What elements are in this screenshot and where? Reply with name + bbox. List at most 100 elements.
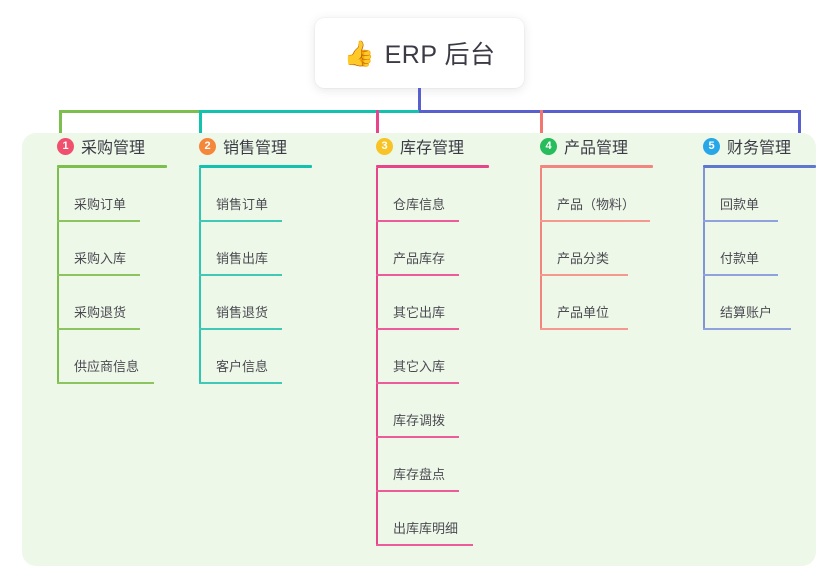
leaf-node[interactable]: 库存盘点	[363, 438, 528, 492]
branch-rail-4	[540, 168, 542, 330]
leaf-label: 销售退货	[216, 305, 269, 320]
leaf-node[interactable]: 采购入库	[44, 222, 204, 276]
leaf-label: 供应商信息	[74, 359, 140, 374]
branch-badge-1: 1	[57, 137, 74, 155]
leaf-underline	[540, 274, 628, 276]
drop-connector-column-2	[199, 110, 202, 141]
leaf-label: 客户信息	[216, 359, 269, 374]
leaf-node[interactable]: 回款单	[690, 168, 839, 222]
branch-column-1: 1 采购管理 采购订单 采购入库 采购退货 供应商信	[44, 133, 204, 384]
leaf-underline	[376, 544, 473, 546]
leaf-underline	[540, 220, 650, 222]
leaf-node[interactable]: 采购退货	[44, 276, 204, 330]
drop-connector-column-5	[798, 110, 801, 141]
branch-rail-3	[376, 168, 378, 546]
leaf-underline	[199, 220, 282, 222]
branch-column-3: 3 库存管理 仓库信息 产品库存 其它出库 其它入库	[363, 133, 528, 546]
leaf-label: 产品单位	[557, 305, 610, 320]
leaf-label: 销售出库	[216, 251, 269, 266]
leaf-node[interactable]: 其它入库	[363, 330, 528, 384]
root-node-title: ERP 后台	[384, 41, 496, 69]
leaf-label: 采购入库	[74, 251, 127, 266]
leaf-node[interactable]: 销售订单	[186, 168, 351, 222]
leaf-node[interactable]: 采购订单	[44, 168, 204, 222]
branch-underline-3	[376, 165, 489, 168]
branch-items-4: 产品（物料） 产品分类 产品单位	[527, 168, 702, 330]
leaf-node[interactable]: 产品库存	[363, 222, 528, 276]
drop-connector-column-1	[59, 110, 62, 141]
leaf-underline	[703, 328, 791, 330]
branch-underline-1	[57, 165, 167, 168]
branch-underline-4	[540, 165, 653, 168]
branch-header-2[interactable]: 2 销售管理	[186, 133, 351, 159]
bus-connector-blue	[419, 110, 801, 113]
leaf-underline	[57, 328, 140, 330]
leaf-label: 产品分类	[557, 251, 610, 266]
leaf-underline	[376, 220, 459, 222]
leaf-underline	[703, 220, 778, 222]
branch-badge-5: 5	[703, 137, 720, 155]
branch-items-5: 回款单 付款单 结算账户	[690, 168, 839, 330]
root-stem-connector	[418, 88, 421, 112]
leaf-node[interactable]: 供应商信息	[44, 330, 204, 384]
branch-column-2: 2 销售管理 销售订单 销售出库 销售退货 客户信息	[186, 133, 351, 384]
leaf-underline	[57, 220, 140, 222]
branch-title-4: 产品管理	[564, 140, 629, 157]
leaf-label: 其它入库	[393, 359, 446, 374]
bus-connector-teal	[199, 110, 420, 113]
leaf-underline	[199, 274, 282, 276]
leaf-label: 采购退货	[74, 305, 127, 320]
branch-header-1[interactable]: 1 采购管理	[44, 133, 204, 159]
leaf-label: 库存调拨	[393, 413, 446, 428]
leaf-node[interactable]: 产品（物料）	[527, 168, 702, 222]
leaf-label: 出库库明细	[393, 521, 459, 536]
branch-badge-4: 4	[540, 137, 557, 155]
leaf-node[interactable]: 客户信息	[186, 330, 351, 384]
branch-title-1: 采购管理	[81, 140, 146, 157]
branch-rail-5	[703, 168, 705, 330]
leaf-label: 采购订单	[74, 197, 127, 212]
leaf-node[interactable]: 其它出库	[363, 276, 528, 330]
leaf-node[interactable]: 销售退货	[186, 276, 351, 330]
leaf-underline	[57, 382, 154, 384]
branch-header-4[interactable]: 4 产品管理	[527, 133, 702, 159]
leaf-underline	[703, 274, 778, 276]
branch-title-5: 财务管理	[727, 140, 792, 157]
root-node-card[interactable]: 👍 ERP 后台	[315, 18, 524, 88]
drop-connector-column-3	[376, 110, 379, 141]
leaf-label: 付款单	[720, 251, 760, 266]
branch-header-5[interactable]: 5 财务管理	[690, 133, 839, 159]
leaf-node[interactable]: 产品分类	[527, 222, 702, 276]
mindmap-panel: 1 采购管理 采购订单 采购入库 采购退货 供应商信	[22, 133, 816, 566]
leaf-underline	[540, 328, 628, 330]
leaf-node[interactable]: 付款单	[690, 222, 839, 276]
leaf-node[interactable]: 仓库信息	[363, 168, 528, 222]
leaf-label: 产品库存	[393, 251, 446, 266]
branch-items-1: 采购订单 采购入库 采购退货 供应商信息	[44, 168, 204, 384]
leaf-underline	[199, 328, 282, 330]
branch-underline-5	[703, 165, 816, 168]
branch-header-3[interactable]: 3 库存管理	[363, 133, 528, 159]
bus-connector-green	[59, 110, 200, 113]
leaf-underline	[199, 382, 282, 384]
branch-title-3: 库存管理	[400, 140, 465, 157]
branch-badge-3: 3	[376, 137, 393, 155]
branch-items-3: 仓库信息 产品库存 其它出库 其它入库 库存调拨	[363, 168, 528, 546]
branch-column-5: 5 财务管理 回款单 付款单 结算账户	[690, 133, 839, 330]
leaf-node[interactable]: 库存调拨	[363, 384, 528, 438]
leaf-node[interactable]: 结算账户	[690, 276, 839, 330]
branch-title-2: 销售管理	[223, 140, 288, 157]
leaf-label: 其它出库	[393, 305, 446, 320]
leaf-node[interactable]: 产品单位	[527, 276, 702, 330]
leaf-node[interactable]: 出库库明细	[363, 492, 528, 546]
branch-underline-2	[199, 165, 312, 168]
leaf-label: 销售订单	[216, 197, 269, 212]
branch-column-4: 4 产品管理 产品（物料） 产品分类 产品单位	[527, 133, 702, 330]
leaf-label: 仓库信息	[393, 197, 446, 212]
branch-badge-2: 2	[199, 137, 216, 155]
leaf-underline	[376, 328, 459, 330]
leaf-label: 产品（物料）	[557, 197, 636, 212]
leaf-label: 回款单	[720, 197, 760, 212]
leaf-node[interactable]: 销售出库	[186, 222, 351, 276]
